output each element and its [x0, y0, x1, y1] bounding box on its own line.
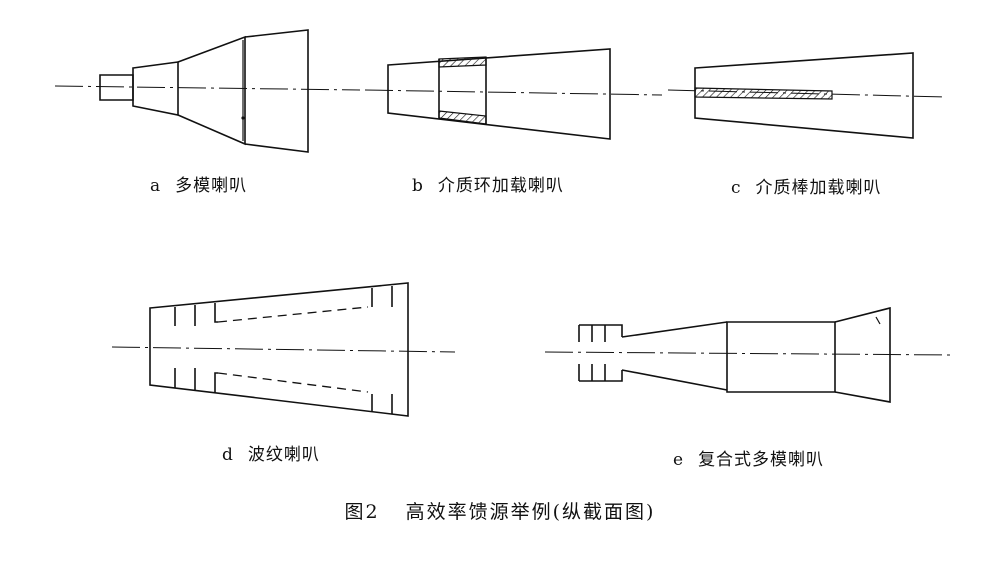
compound-multimode-horn-drawing [544, 306, 956, 403]
dielectric-rod-loaded-horn-drawing [667, 52, 946, 139]
multimode-horn-drawing [54, 29, 361, 153]
corrugated-horn-drawing [111, 282, 456, 417]
figure-number: 图2 [344, 501, 380, 523]
figure-caption: 图2 高效率馈源举例(纵截面图) [0, 497, 1000, 524]
dielectric-ring-loaded-horn-drawing [364, 48, 663, 140]
figure-title-text: 高效率馈源举例(纵截面图) [405, 501, 656, 523]
